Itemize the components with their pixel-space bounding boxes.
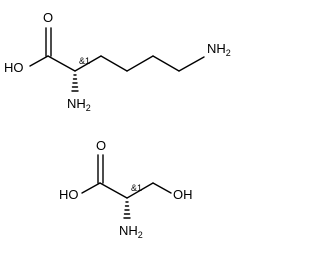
- hashed-wedge-bond: [71, 74, 79, 92]
- bond-c6-to-terminal-n: [178, 56, 205, 72]
- carbonyl-oxygen-label: O: [43, 10, 53, 25]
- alpha-amine-n: NH: [119, 223, 138, 238]
- stereo-center-label: &1: [79, 56, 90, 66]
- side-hydroxyl-label: OH: [173, 187, 193, 202]
- hydroxyl-label: HO: [4, 60, 24, 75]
- terminal-amine-subscript: 2: [226, 48, 231, 58]
- bond-alpha-c-to-beta-c: [126, 182, 154, 199]
- alpha-amine-n: NH: [67, 96, 86, 111]
- hydroxyl-label: HO: [59, 187, 79, 202]
- structure-diagram: O HO &1 NH2 NH2 O HO &1 NH2: [4, 10, 231, 240]
- bond-c5-to-c6: [152, 55, 180, 72]
- stereo-center-label: &1: [131, 183, 142, 193]
- terminal-amine-label: NH2: [207, 41, 231, 58]
- bond-carboxyl-c-to-alpha-c: [47, 55, 76, 72]
- alpha-amine-subscript: 2: [86, 103, 91, 113]
- carbonyl-oxygen-label: O: [96, 138, 106, 153]
- serine-molecule: O HO &1 NH2 OH: [59, 138, 193, 240]
- hashed-wedge-bond: [123, 201, 131, 219]
- lysine-molecule: O HO &1 NH2 NH2: [4, 10, 231, 113]
- bond-c4-to-c5: [126, 55, 154, 72]
- bond-c3-to-c4: [100, 55, 128, 72]
- bond-alpha-c-to-c3: [74, 55, 102, 72]
- bond-carboxyl-c-to-alpha-c: [99, 182, 128, 199]
- bond-beta-c-to-side-hydroxyl: [152, 182, 172, 194]
- bond-carboxyl-c-to-hydroxyl: [29, 55, 49, 67]
- alpha-amine-label: NH2: [119, 223, 143, 240]
- alpha-amine-label: NH2: [67, 96, 91, 113]
- bond-carboxyl-c-to-hydroxyl: [81, 182, 101, 194]
- terminal-amine-n: NH: [207, 41, 226, 56]
- alpha-amine-subscript: 2: [138, 230, 143, 240]
